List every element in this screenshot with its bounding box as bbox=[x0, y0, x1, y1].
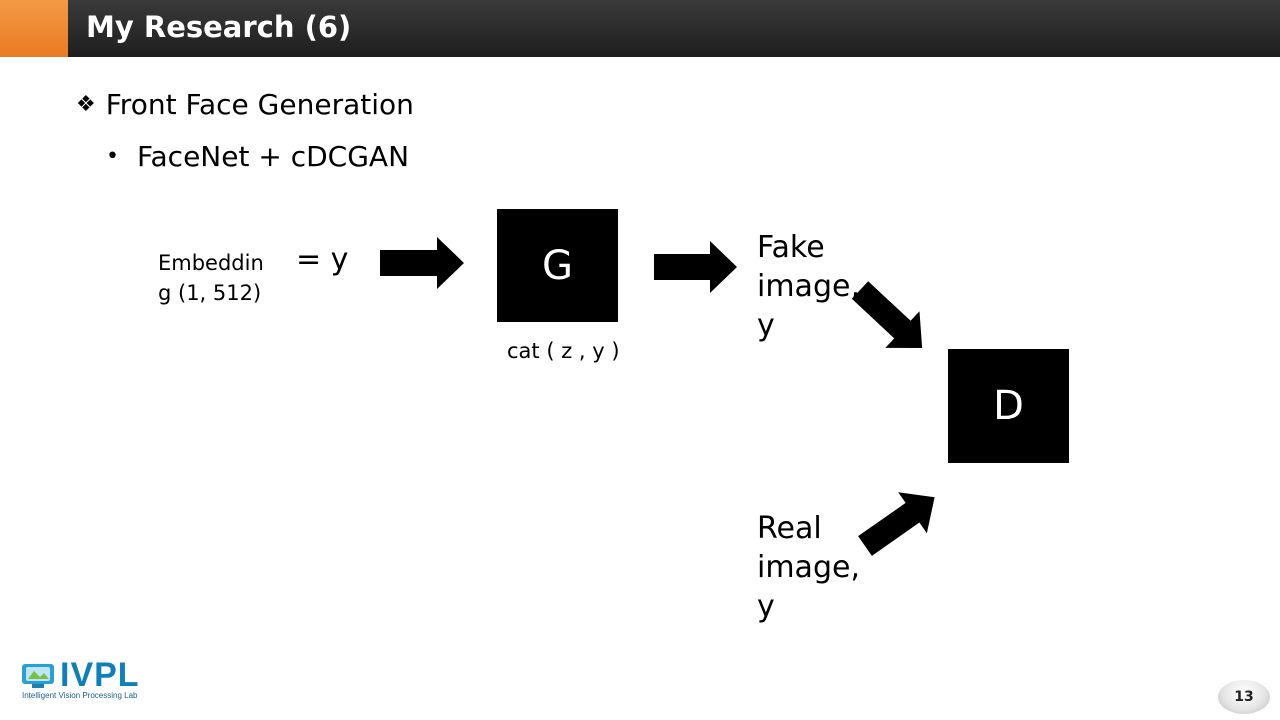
arrow-real-to-d bbox=[858, 492, 935, 556]
discriminator-box: D bbox=[948, 349, 1069, 463]
fake-image-label: Fake image, y bbox=[757, 228, 860, 345]
dot-bullet-icon: • bbox=[106, 144, 119, 169]
diamond-bullet-icon: ❖ bbox=[76, 92, 96, 117]
slide-title: My Research (6) bbox=[86, 10, 352, 44]
discriminator-label: D bbox=[993, 383, 1024, 429]
generator-box: G bbox=[497, 209, 618, 322]
arrow-g-to-fake bbox=[654, 241, 737, 293]
fake-image-line1: Fake bbox=[757, 230, 825, 265]
embedding-label-line2: g (1, 512) bbox=[158, 281, 262, 305]
arrow-embedding-to-g bbox=[380, 237, 464, 289]
real-image-label: Real image, y bbox=[757, 509, 860, 626]
bullet-main: ❖ Front Face Generation bbox=[76, 88, 414, 121]
real-image-line2: image, bbox=[757, 550, 860, 585]
arrow-fake-to-d bbox=[851, 281, 923, 348]
embedding-label-line1: Embeddin bbox=[158, 251, 264, 275]
ivpl-logo: IVPL Intelligent Vision Processing Lab bbox=[20, 656, 150, 704]
title-accent-block bbox=[0, 0, 68, 57]
logo-name: IVPL bbox=[60, 656, 140, 694]
page-number: 13 bbox=[1234, 689, 1254, 705]
equals-y-label: = y bbox=[296, 242, 349, 277]
logo-subtitle: Intelligent Vision Processing Lab bbox=[22, 691, 138, 700]
concat-label: cat ( z , y ) bbox=[507, 339, 620, 363]
bullet-main-text: Front Face Generation bbox=[105, 88, 414, 121]
generator-label: G bbox=[542, 242, 573, 289]
embedding-label: Embeddin g (1, 512) bbox=[158, 248, 264, 308]
monitor-logo-icon bbox=[22, 664, 54, 688]
page-number-badge: 13 bbox=[1218, 680, 1270, 714]
fake-image-line2: image, bbox=[757, 269, 860, 304]
bullet-sub-text: FaceNet + cDCGAN bbox=[136, 140, 410, 173]
real-image-line3: y bbox=[757, 589, 775, 624]
real-image-line1: Real bbox=[757, 511, 822, 546]
fake-image-line3: y bbox=[757, 308, 775, 343]
bullet-sub: • FaceNet + cDCGAN bbox=[106, 140, 409, 173]
title-bar bbox=[0, 0, 1280, 57]
